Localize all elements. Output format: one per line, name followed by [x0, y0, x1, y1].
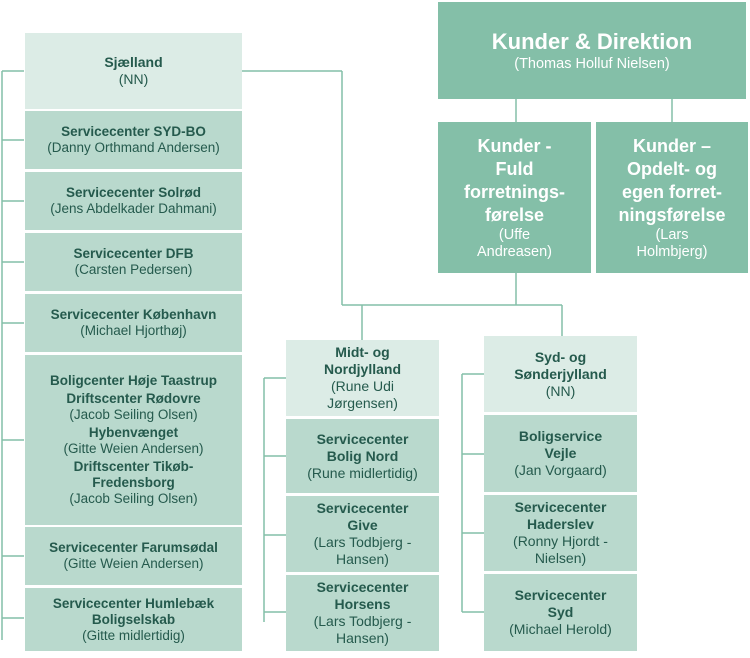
kunder-direktion-box: Kunder & Direktion (Thomas Holluf Nielse…: [438, 2, 746, 99]
kunder-fuld-line: førelse: [484, 204, 545, 225]
unit-person: (Danny Orthmand Andersen): [47, 140, 220, 155]
unit-name: Servicecenter Farumsødal: [49, 540, 218, 555]
kunder-opdelt-line: ningsførelse: [618, 204, 726, 225]
region-person: (Rune Udi: [330, 378, 395, 394]
sub-unit-name: Hybenvænget: [88, 425, 179, 440]
unit-box-give: Servicecenter Give (Lars Todbjerg - Hans…: [286, 496, 439, 572]
unit-name: Servicecenter: [316, 500, 409, 516]
kunder-fuld-person: Andreasen): [477, 243, 552, 260]
unit-name: Horsens: [334, 596, 391, 612]
unit-person: (Gitte Weien Andersen): [63, 556, 204, 571]
kunder-fuld-person: (Uffe: [498, 226, 531, 243]
unit-box-horsens: Servicecenter Horsens (Lars Todbjerg - H…: [286, 575, 439, 651]
kunder-fuld-line: Fuld: [495, 158, 534, 179]
region-person: (NN): [545, 382, 576, 399]
unit-box-syd: Servicecenter Syd (Michael Herold): [484, 574, 637, 651]
unit-name: Servicecenter: [316, 430, 409, 447]
unit-person: (Lars Todbjerg -: [313, 613, 412, 629]
kunder-fuld-box: Kunder - Fuld forretnings- førelse (Uffe…: [438, 122, 591, 273]
kunder-direktion-person: (Thomas Holluf Nielsen): [514, 56, 670, 72]
midt-nordjylland-box: Midt- og Nordjylland (Rune Udi Jørgensen…: [286, 340, 439, 416]
unit-person: (Jan Vorgaard): [514, 462, 607, 478]
unit-name: Boligselskab: [91, 611, 176, 627]
kunder-opdelt-person: Holmbjerg): [636, 243, 708, 260]
unit-person: (Lars Todbjerg -: [313, 534, 412, 550]
sjaelland-person: (NN): [118, 71, 149, 87]
syd-sonderjylland-box: Syd- og Sønderjylland (NN): [484, 336, 637, 412]
hoje-taastrup-title: Boligcenter Høje Taastrup: [49, 373, 218, 388]
unit-name: Servicecenter: [316, 579, 409, 595]
unit-person: (Jens Abdelkader Dahmani): [50, 201, 217, 216]
region-title: Midt- og: [335, 344, 390, 360]
unit-box-syd-bo: Servicecenter SYD-BO (Danny Orthmand And…: [25, 111, 242, 169]
unit-name: Servicecenter DFB: [73, 246, 194, 261]
unit-box-hoje-taastrup: Boligcenter Høje Taastrup Driftscenter R…: [25, 355, 242, 525]
unit-box-vejle: Boligservice Vejle (Jan Vorgaard): [484, 415, 637, 492]
kunder-fuld-line: Kunder -: [477, 135, 552, 156]
unit-person: (Gitte midlertidig): [82, 627, 185, 643]
unit-box-bolig-nord: Servicecenter Bolig Nord (Rune midlertid…: [286, 419, 439, 493]
unit-box-solrod: Servicecenter Solrød (Jens Abdelkader Da…: [25, 172, 242, 230]
sub-unit-person: (Jacob Seiling Olsen): [69, 491, 198, 506]
unit-person: Hansen): [336, 630, 389, 646]
unit-box-farumsodal: Servicecenter Farumsødal (Gitte Weien An…: [25, 527, 242, 585]
unit-name: Servicecenter: [514, 499, 607, 515]
unit-box-haderslev: Servicecenter Haderslev (Ronny Hjordt - …: [484, 495, 637, 571]
kunder-opdelt-line: Kunder –: [632, 135, 711, 156]
sub-unit-person: (Jacob Seiling Olsen): [69, 407, 198, 422]
kunder-fuld-line: forretnings-: [464, 181, 565, 202]
unit-box-dfb: Servicecenter DFB (Carsten Pedersen): [25, 233, 242, 291]
unit-name: Vejle: [544, 445, 577, 461]
sub-unit-name: Driftscenter Tikøb-: [73, 459, 194, 474]
sub-unit-name: Fredensborg: [92, 475, 175, 490]
unit-name: Give: [347, 517, 378, 533]
unit-name: Syd: [547, 604, 574, 620]
unit-person: (Michael Herold): [509, 621, 612, 637]
unit-person: (Ronny Hjordt -: [513, 533, 608, 549]
unit-name: Servicecenter SYD-BO: [61, 124, 206, 139]
unit-person: (Rune midlertidig): [307, 464, 418, 481]
unit-name: Haderslev: [527, 516, 594, 532]
kunder-opdelt-line: egen forret-: [621, 181, 722, 202]
sub-unit-name: Driftscenter Rødovre: [66, 391, 201, 406]
sub-unit-person: (Gitte Weien Andersen): [63, 441, 204, 456]
region-title: Sønderjylland: [514, 365, 607, 382]
unit-person: Nielsen): [534, 550, 587, 566]
region-title: Syd- og: [534, 348, 587, 365]
sjaelland-box: Sjælland (NN): [25, 33, 242, 109]
unit-person: Hansen): [336, 551, 389, 567]
unit-name: Servicecenter København: [50, 307, 217, 322]
unit-name: Servicecenter Humlebæk: [52, 595, 215, 611]
kunder-direktion-title: Kunder & Direktion: [491, 29, 693, 54]
unit-person: (Michael Hjorthøj): [80, 323, 187, 338]
kunder-opdelt-person: (Lars: [655, 226, 689, 243]
unit-box-kobenhavn: Servicecenter København (Michael Hjorthø…: [25, 294, 242, 352]
unit-box-humlebaek: Servicecenter Humlebæk Boligselskab (Git…: [25, 588, 242, 651]
kunder-opdelt-line: Opdelt- og: [627, 158, 717, 179]
region-title: Nordjylland: [323, 361, 401, 377]
unit-name: Boligservice: [518, 428, 603, 444]
region-person: Jørgensen): [327, 395, 398, 411]
sjaelland-title: Sjælland: [104, 54, 163, 70]
unit-person: (Carsten Pedersen): [74, 262, 193, 277]
kunder-opdelt-box: Kunder – Opdelt- og egen forret- ningsfø…: [596, 122, 748, 273]
unit-name: Servicecenter Solrød: [65, 185, 202, 200]
unit-name: Bolig Nord: [326, 447, 399, 464]
unit-name: Servicecenter: [514, 587, 607, 603]
